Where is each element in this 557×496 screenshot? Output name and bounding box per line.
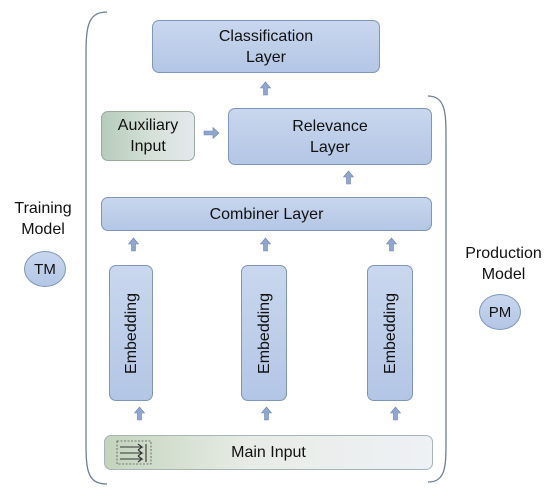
auxiliary-input-label: Auxiliary Input [117,117,179,155]
arrow-right-icon [203,126,220,140]
auxiliary-input-box: Auxiliary Input [101,111,195,161]
embedding-box-2: Embedding [241,265,287,401]
arrow-up-icon [127,237,140,252]
training-model-bracket [85,11,108,485]
main-input-box: Main Input [104,435,433,470]
training-model-label: Training Model [14,200,72,238]
arrow-up-icon [342,170,355,185]
production-model-badge-text: PM [488,303,512,321]
embedding-label: Embedding [381,292,399,374]
embedding-label: Embedding [255,292,273,374]
combiner-layer-label: Combiner Layer [209,205,324,223]
arrow-up-icon [389,406,402,421]
input-arrows-icon [116,440,152,465]
classification-layer-label: Classification Layer [218,27,314,66]
embedding-box-1: Embedding [109,265,153,401]
production-model-badge: PM [479,294,521,330]
training-model-badge: TM [24,251,66,287]
embedding-box-3: Embedding [367,265,413,401]
main-input-label: Main Input [231,444,306,461]
classification-layer-box: Classification Layer [152,20,380,73]
relevance-layer-label: Relevance Layer [292,117,368,156]
arrow-up-icon [260,406,273,421]
relevance-layer-box: Relevance Layer [228,108,432,165]
production-model-label: Production Model [465,245,542,283]
combiner-layer-box: Combiner Layer [101,197,432,231]
production-model-bracket [427,95,447,483]
arrow-up-icon [259,81,272,96]
training-model-badge-text: TM [34,260,56,278]
arrow-up-icon [259,237,272,252]
arrow-up-icon [133,406,146,421]
arrow-up-icon [385,237,398,252]
embedding-label: Embedding [122,292,140,374]
